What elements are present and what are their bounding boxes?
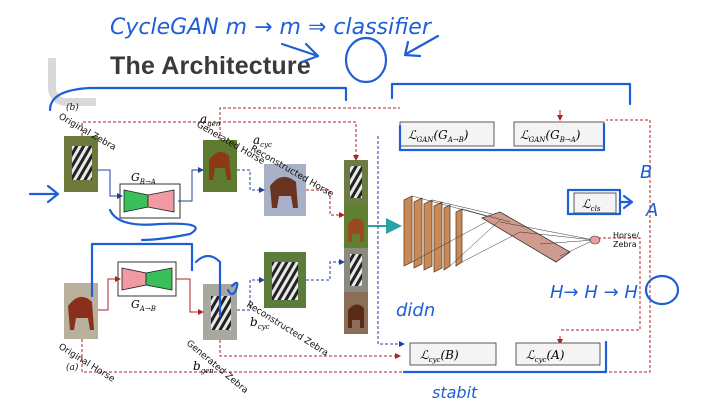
annotation-stabit: stabit [432,383,478,402]
svg-text:ℒGAN(GA→B): ℒGAN(GA→B) [408,128,469,144]
image-reconstructed-zebra [264,252,306,308]
svg-text:ℒGAN(GB→A): ℒGAN(GB→A) [520,128,581,144]
panel-label-a: (a) [66,362,79,373]
label-output: Horse/ Zebra [613,231,642,249]
annotation-b-mark: B [640,162,652,183]
label-b-gen: bgen [193,359,214,375]
image-original-horse [64,283,98,339]
annotation-h-sequence: H→ H → H [550,282,638,303]
annotation-a-mark: A [645,200,658,221]
loss-gan-a-to-b: ℒGAN(GA→B) [399,121,495,147]
generator-a-to-b [117,261,177,297]
image-generated-horse [203,140,237,192]
svg-text:ℒcyc(A): ℒcyc(A) [526,348,565,364]
handwritten-annotations [28,34,680,374]
slide-title: The Architecture [110,52,311,80]
panel-label-b: (b) [66,102,79,113]
svg-text:ℒcyc(B): ℒcyc(B) [420,348,459,364]
svg-text:ℒcls: ℒcls [582,197,601,213]
loss-cyc-b: ℒcyc(B) [409,342,497,366]
flow-lines [81,107,651,373]
annotation-top-note: CycleGAN m → m ⇒ classifier [110,15,433,40]
image-reconstructed-horse [264,164,306,216]
loss-gan-b-to-a: ℒGAN(GB→A) [513,121,605,147]
label-g-a-to-b: GA→B [131,298,156,313]
generator-b-to-a [119,183,181,219]
label-a-gen: agen [200,112,221,128]
label-b-cyc: bcyc [250,315,270,331]
label-a-cyc: acyc [253,133,272,149]
label-g-b-to-a: GB→A [131,171,156,186]
classifier-network [403,195,601,273]
image-original-zebra [64,136,98,192]
loss-cls: ℒcls [573,192,617,214]
image-stack [344,160,368,334]
loss-cyc-a: ℒcyc(A) [515,342,601,366]
annotation-didn: didn [396,300,435,321]
slide-corner-decoration [48,58,96,106]
